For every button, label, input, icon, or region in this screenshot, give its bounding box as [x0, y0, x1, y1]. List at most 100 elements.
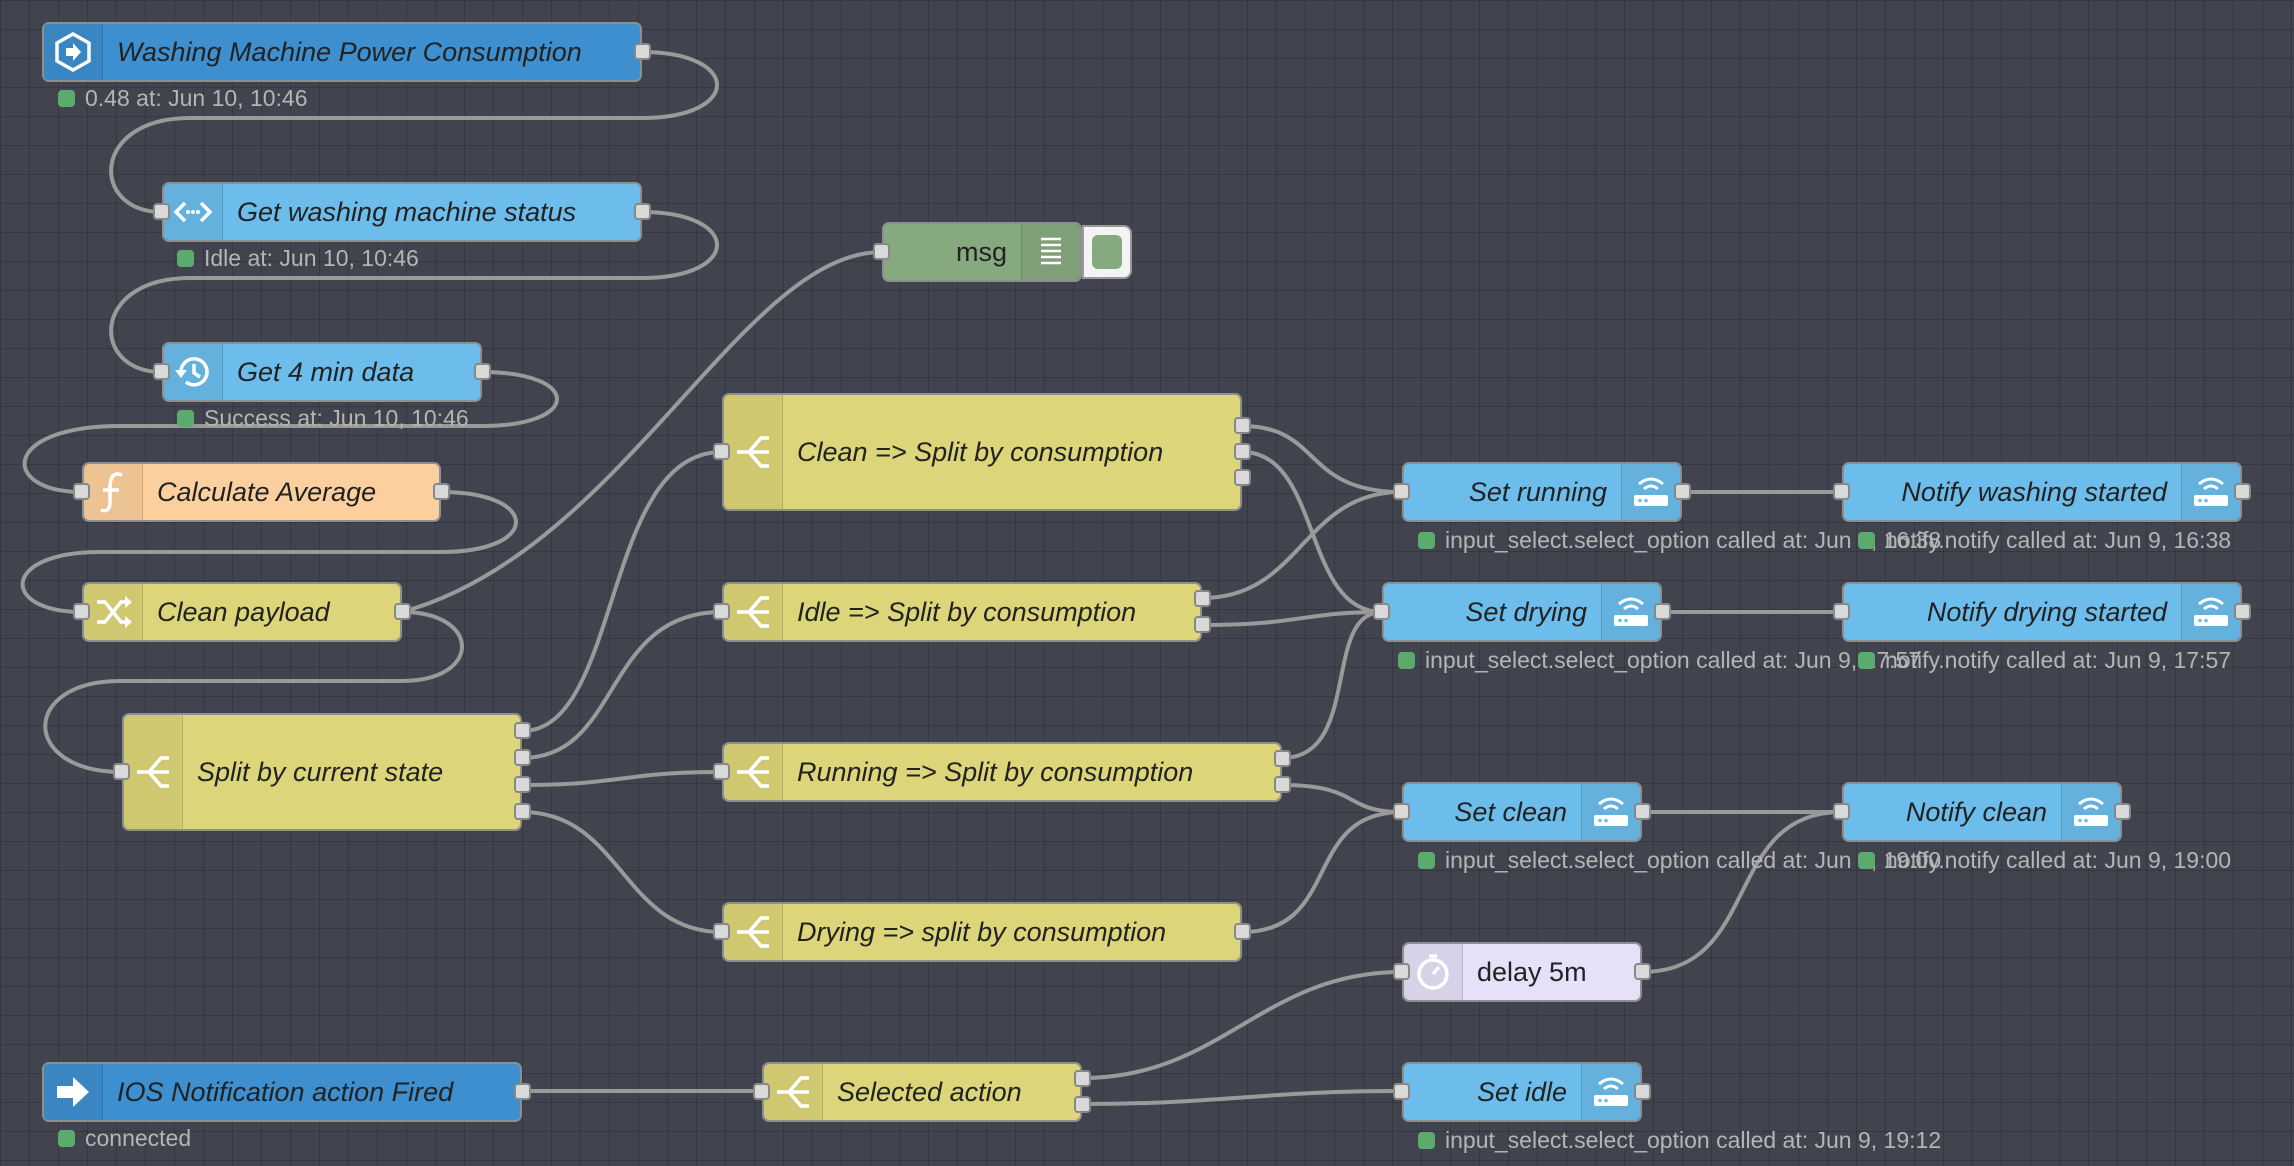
input-port[interactable]	[1373, 603, 1390, 620]
output-port[interactable]	[514, 776, 531, 793]
node-label: Selected action	[837, 1076, 1022, 1107]
split-by-current-state-node[interactable]: Split by current state	[122, 713, 522, 831]
node-status: Idle at: Jun 10, 10:46	[177, 245, 419, 272]
debug-toggle-button[interactable]	[1082, 225, 1132, 279]
input-port[interactable]	[153, 363, 170, 380]
washing-power-node[interactable]: Washing Machine Power Consumption	[42, 22, 642, 82]
input-port[interactable]	[153, 203, 170, 220]
node-label: Clean => Split by consumption	[797, 436, 1164, 467]
selected-action-node[interactable]: Selected action	[762, 1062, 1082, 1122]
router-wifi-icon	[1621, 464, 1680, 520]
input-port[interactable]	[73, 603, 90, 620]
set-running-node[interactable]: Set running	[1402, 462, 1682, 522]
node-label: Set clean	[1454, 796, 1567, 827]
input-port[interactable]	[1393, 963, 1410, 980]
function-f-icon	[84, 464, 143, 520]
router-wifi-icon	[1581, 784, 1640, 840]
output-port[interactable]	[1234, 417, 1251, 434]
status-dot	[1418, 532, 1435, 549]
node-label: Set idle	[1476, 1076, 1567, 1107]
output-port[interactable]	[634, 203, 651, 220]
notify-drying-started-node[interactable]: Notify drying started	[1842, 582, 2242, 642]
output-port[interactable]	[514, 722, 531, 739]
output-port[interactable]	[514, 1083, 531, 1100]
node-status: input_select.select_option called at: Ju…	[1418, 1127, 1941, 1154]
output-port[interactable]	[1194, 616, 1211, 633]
output-port[interactable]	[1674, 483, 1691, 500]
input-port[interactable]	[713, 603, 730, 620]
drying-split-node[interactable]: Drying => split by consumption	[722, 902, 1242, 962]
output-port[interactable]	[1274, 750, 1291, 767]
ios-notification-action-node[interactable]: IOS Notification action Fired	[42, 1062, 522, 1122]
debug-toggle-indicator	[1092, 235, 1122, 269]
status-dot	[1858, 652, 1875, 669]
calculate-average-node[interactable]: Calculate Average	[82, 462, 441, 522]
notify-washing-started-node[interactable]: Notify washing started	[1842, 462, 2242, 522]
output-port[interactable]	[1234, 923, 1251, 940]
input-port[interactable]	[713, 923, 730, 940]
output-port[interactable]	[1234, 469, 1251, 486]
output-port[interactable]	[2234, 603, 2251, 620]
input-port[interactable]	[713, 763, 730, 780]
output-port[interactable]	[1194, 590, 1211, 607]
output-port[interactable]	[2234, 483, 2251, 500]
input-port[interactable]	[873, 243, 890, 260]
get-4min-node[interactable]: Get 4 min data	[162, 342, 482, 402]
node-label: Notify washing started	[1901, 476, 2167, 507]
running-split-node[interactable]: Running => Split by consumption	[722, 742, 1282, 802]
node-label: msg	[955, 236, 1007, 267]
node-status: connected	[58, 1125, 191, 1152]
output-port[interactable]	[1274, 776, 1291, 793]
output-port[interactable]	[1634, 803, 1651, 820]
notify-clean-node[interactable]: Notify clean	[1842, 782, 2122, 842]
status-dot	[177, 410, 194, 427]
set-drying-node[interactable]: Set drying	[1382, 582, 1662, 642]
output-port[interactable]	[1634, 1083, 1651, 1100]
output-port[interactable]	[514, 749, 531, 766]
node-label: Running => Split by consumption	[797, 756, 1194, 787]
output-port[interactable]	[1074, 1070, 1091, 1087]
output-port[interactable]	[433, 483, 450, 500]
router-wifi-icon	[1601, 584, 1660, 640]
input-port[interactable]	[1393, 483, 1410, 500]
output-port[interactable]	[1654, 603, 1671, 620]
output-port[interactable]	[394, 603, 411, 620]
switch-fork-icon	[764, 1064, 823, 1120]
clean-payload-node[interactable]: Clean payload	[82, 582, 402, 642]
msg-debug-node[interactable]: msg	[882, 222, 1082, 282]
set-clean-node[interactable]: Set clean	[1402, 782, 1642, 842]
node-status: notify.notify called at: Jun 9, 16:38	[1858, 527, 2231, 554]
input-port[interactable]	[713, 443, 730, 460]
input-port[interactable]	[1833, 483, 1850, 500]
output-port[interactable]	[514, 803, 531, 820]
get-status-node[interactable]: Get washing machine status	[162, 182, 642, 242]
node-label: Clean payload	[157, 596, 330, 627]
output-port[interactable]	[634, 43, 651, 60]
output-port[interactable]	[474, 363, 491, 380]
clean-split-node[interactable]: Clean => Split by consumption	[722, 393, 1242, 511]
input-port[interactable]	[73, 483, 90, 500]
arrow-right-icon	[44, 1064, 103, 1120]
input-port[interactable]	[1833, 603, 1850, 620]
status-dot	[58, 1130, 75, 1147]
node-label: Set running	[1468, 476, 1607, 507]
shuffle-icon	[84, 584, 143, 640]
output-port[interactable]	[1074, 1096, 1091, 1113]
output-port[interactable]	[2114, 803, 2131, 820]
list-lines-icon	[1021, 224, 1080, 280]
input-port[interactable]	[1833, 803, 1850, 820]
status-dot	[1418, 1132, 1435, 1149]
output-port[interactable]	[1234, 443, 1251, 460]
set-idle-node[interactable]: Set idle	[1402, 1062, 1642, 1122]
delay-node[interactable]: delay 5m	[1402, 942, 1642, 1002]
switch-fork-icon	[724, 744, 783, 800]
node-status: input_select.select_option called at: Ju…	[1398, 647, 1921, 674]
idle-split-node[interactable]: Idle => Split by consumption	[722, 582, 1202, 642]
output-port[interactable]	[1634, 963, 1651, 980]
input-port[interactable]	[113, 763, 130, 780]
input-port[interactable]	[1393, 1083, 1410, 1100]
node-status: 0.48 at: Jun 10, 10:46	[58, 85, 308, 112]
input-port[interactable]	[753, 1083, 770, 1100]
input-port[interactable]	[1393, 803, 1410, 820]
node-label: Set drying	[1465, 596, 1587, 627]
